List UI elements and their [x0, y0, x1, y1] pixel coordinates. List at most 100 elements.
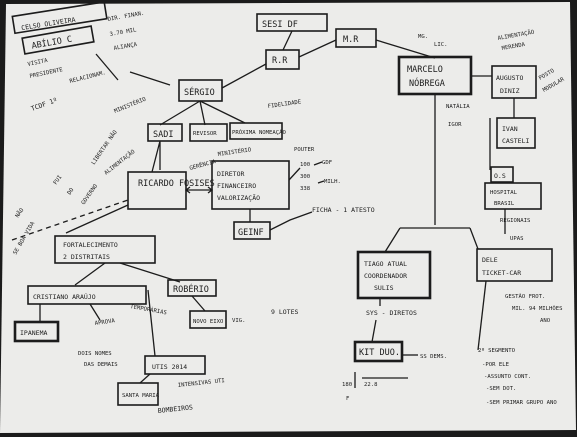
number-label: 180 [342, 382, 352, 388]
tiago-line: COORDENADOR [364, 272, 407, 280]
dele-box [476, 248, 553, 282]
pouter-label: POUTER [294, 147, 315, 153]
geinf-label: GEINF [238, 228, 264, 238]
roberio-label: ROBÉRIO [173, 283, 209, 295]
signal-line: -SEM PRIMAR GRUPO ANO [486, 400, 557, 406]
kit-label: KIT DUO. [359, 348, 400, 358]
rr-label: R.R [272, 56, 288, 66]
ipanema-box [13, 320, 60, 343]
connector [151, 140, 161, 173]
os-box [490, 166, 514, 183]
connector [371, 298, 381, 343]
hospital-box [484, 182, 542, 210]
ivan-line: CASTELI [502, 137, 529, 145]
ricardo-label: RICARDO FOSISES [138, 179, 215, 189]
connector [288, 161, 325, 184]
utis-box [144, 355, 206, 375]
diretor-line: DIRETOR [217, 170, 244, 178]
corner-note: VISITA [27, 58, 49, 68]
connector [147, 289, 206, 357]
corner-note: 3.70 MIL [109, 27, 137, 38]
augusto-line: AUGUSTO [496, 74, 523, 82]
celso-box [11, 0, 108, 35]
gdf-label: GDF [322, 160, 333, 166]
sadi-label: SADI [153, 130, 173, 140]
connector [65, 204, 181, 286]
marcelo-line: NÓBREGA [409, 77, 445, 89]
connector [477, 280, 487, 351]
gestao-line: MIL. 94 MILHÕES [512, 305, 563, 312]
signal-line: -POR ELE [482, 362, 510, 368]
intensivas-label: INTENSIVAS UTI [178, 378, 226, 389]
augusto-line: DINIZ [500, 87, 520, 95]
vig-label: VIG. [232, 318, 245, 324]
igor-label: IGOR [448, 122, 462, 128]
gestao-line: GESTÃO FROT. [505, 293, 545, 300]
dele-line: DELE [482, 256, 498, 264]
connector [354, 372, 408, 388]
dele-line: TICKET-CAR [482, 269, 521, 277]
aprova-label: APROVA [94, 318, 115, 327]
bombeiros-label: BOMBEIROS [157, 403, 193, 415]
number-label: 22.8 [364, 382, 378, 388]
ipanema-label: IPANEMA [20, 329, 47, 337]
geinf-box [233, 221, 271, 240]
kit-box [353, 340, 404, 363]
corner-note: ALIANÇA [113, 42, 138, 52]
mr-label: M.R [343, 35, 359, 45]
connector [282, 30, 436, 59]
connector [139, 373, 151, 384]
ivan-box [496, 117, 536, 149]
number-label: F [346, 396, 350, 402]
side-note: DO [67, 187, 76, 196]
mg-label: MG. [418, 34, 428, 40]
revisor-box [189, 123, 228, 142]
gestao-line: ANO [540, 318, 551, 324]
regionais-label: REGIONAIS [500, 218, 530, 224]
ss-dems-label: SS DEMS. [420, 354, 447, 360]
novo-eixo-box [189, 310, 227, 329]
sadi-box [147, 123, 183, 142]
santa-maria-box [117, 382, 159, 406]
ivan-line: IVAN [502, 125, 518, 133]
diretor-line: FINANCEIRO [217, 182, 256, 190]
side-note: FUI [53, 174, 64, 186]
sys-label: SYS - DIRETOS [366, 309, 417, 317]
hospital-line: BRASIL [494, 201, 515, 207]
lic-label: LIC. [434, 42, 447, 48]
fortalecimento-line: 2 DISTRITAIS [63, 253, 110, 261]
marcelo-line: MARCELO [407, 65, 443, 75]
diretor-line: VALORIZAÇÃO [217, 193, 260, 202]
connector [384, 94, 479, 253]
cristiano-box [27, 285, 147, 305]
tiago-box [356, 250, 432, 300]
natalia-label: NATÁLIA [446, 103, 470, 110]
connector [39, 303, 101, 322]
fortalecimento-line: FORTALECIMENTO [63, 241, 118, 249]
mr-box [335, 28, 377, 48]
revisor-label: REVISOR [193, 131, 217, 137]
novo-eixo-label: NOVO EIXO [193, 319, 224, 325]
dois-nomes-line: DOIS NOMES [78, 351, 112, 357]
side-note: NÃO [14, 206, 26, 219]
amount: 338 [300, 186, 311, 192]
dois-nomes-line: DAS DEMAIS [84, 362, 118, 368]
milh-label: MILH. [324, 179, 341, 185]
cristiano-label: CRISTIANO ARAÚJO [33, 292, 96, 301]
proxima-nomeacao-box [229, 122, 283, 140]
amount: 100 [300, 162, 310, 168]
connector [159, 63, 267, 126]
dashed-connector [11, 199, 129, 241]
signal-line: -ASSUNTO CONT. [484, 374, 531, 380]
signal-line: -SEM DOT. [486, 386, 516, 392]
tiago-line: TIAGO ATUAL [364, 260, 407, 268]
lotes-label: 9 LOTES [271, 308, 298, 316]
connector [184, 186, 214, 194]
santa-maria-label: SANTA MARIA [122, 393, 160, 399]
proxima-nomeacao-label: PRÓXIMA NOMEAÇÃO [232, 129, 287, 136]
sergio-label: SÉRGIO [184, 86, 215, 98]
upa-label: UPAS [510, 236, 523, 242]
